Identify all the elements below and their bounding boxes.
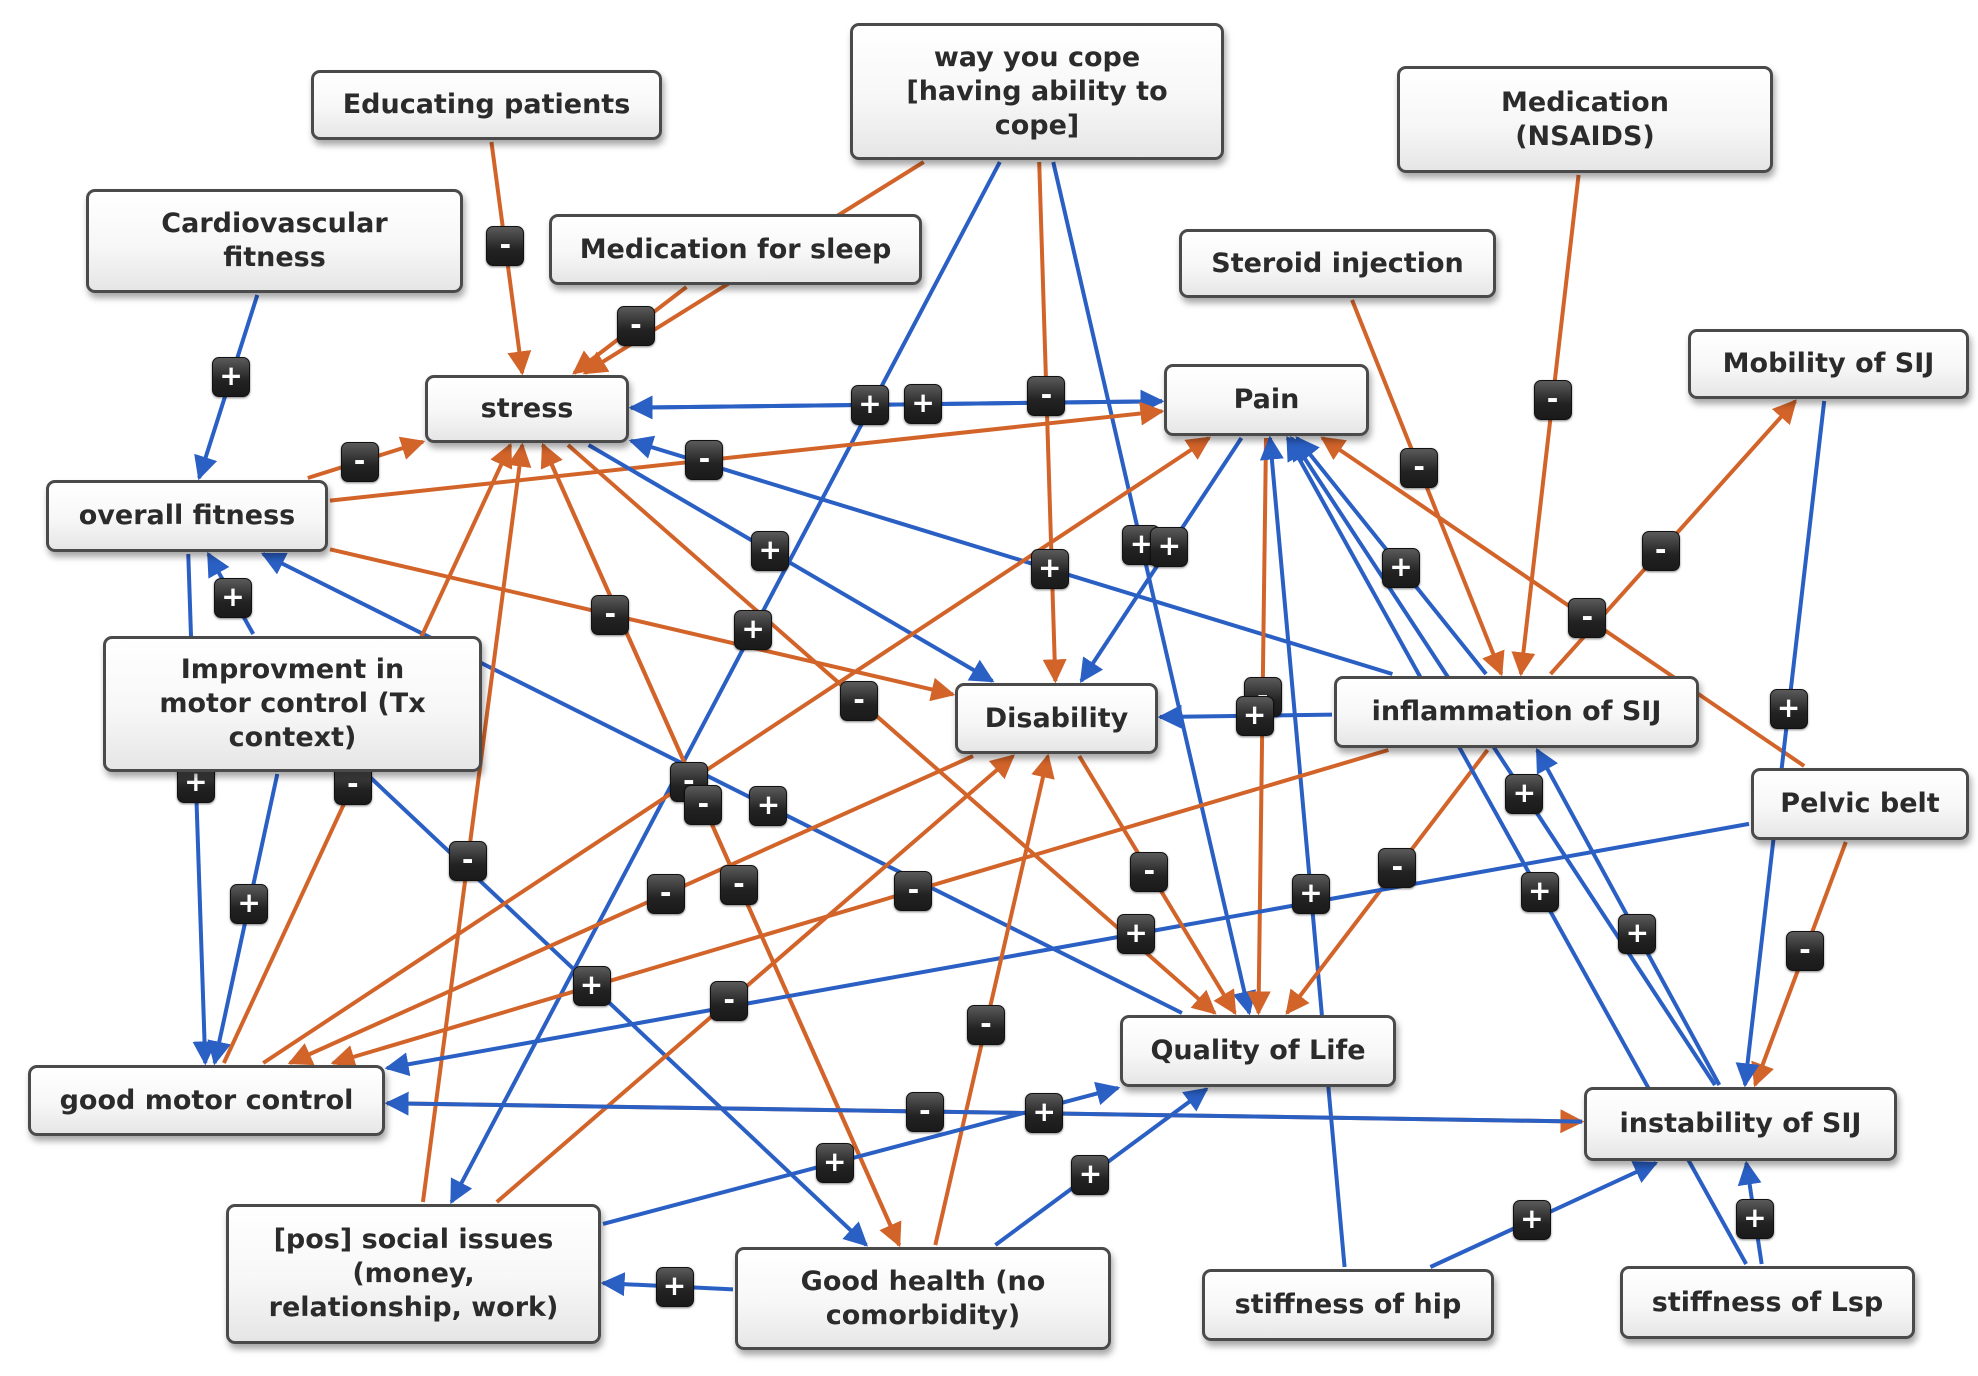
node-cardio[interactable]: Cardiovascular fitness bbox=[86, 189, 463, 293]
minus-badge-icon: - bbox=[1785, 931, 1824, 972]
plus-badge-icon: + bbox=[1520, 872, 1559, 913]
minus-badge-icon: - bbox=[719, 865, 758, 905]
edge-social-to-stress[interactable] bbox=[420, 442, 532, 1203]
edge-disability-to-motorcontrol[interactable] bbox=[287, 754, 974, 1066]
minus-badge-icon: - bbox=[1130, 851, 1169, 892]
plus-badge-icon: + bbox=[1769, 688, 1808, 729]
node-lsp[interactable]: stiffness of Lsp bbox=[1620, 1266, 1915, 1339]
plus-badge-icon: + bbox=[230, 884, 269, 925]
plus-badge-icon: + bbox=[1117, 913, 1156, 954]
edge-pelvic-to-pain[interactable] bbox=[1320, 436, 1806, 768]
minus-badge-icon: - bbox=[966, 1004, 1005, 1045]
plus-badge-icon: + bbox=[655, 1266, 694, 1307]
edge-social-to-disability[interactable] bbox=[495, 754, 1015, 1204]
edge-hip-to-pain[interactable] bbox=[1259, 435, 1347, 1268]
node-steroid[interactable]: Steroid injection bbox=[1179, 229, 1496, 298]
node-social[interactable]: [pos] social issues (money, relationship… bbox=[226, 1204, 601, 1344]
plus-badge-icon: + bbox=[1618, 914, 1657, 955]
edge-fitness-to-motorcontrol[interactable] bbox=[186, 553, 217, 1066]
node-educating[interactable]: Educating patients bbox=[311, 70, 662, 140]
minus-badge-icon: - bbox=[1533, 379, 1572, 420]
edge-stress-to-qol[interactable] bbox=[566, 443, 1217, 1015]
plus-badge-icon: + bbox=[572, 965, 611, 1006]
plus-badge-icon: + bbox=[1071, 1154, 1110, 1195]
edge-cope-to-qol[interactable] bbox=[1051, 161, 1257, 1016]
edge-cope-to-disability[interactable] bbox=[1037, 161, 1067, 684]
minus-badge-icon: - bbox=[1027, 375, 1066, 416]
edge-inflammation-to-motorcontrol[interactable] bbox=[330, 748, 1389, 1069]
minus-badge-icon: - bbox=[448, 841, 487, 882]
edge-health-to-disability[interactable] bbox=[933, 753, 1055, 1246]
minus-badge-icon: - bbox=[1378, 848, 1417, 889]
plus-badge-icon: + bbox=[214, 578, 253, 618]
node-disability[interactable]: Disability bbox=[955, 683, 1158, 754]
edge-instability-to-motorcontrol[interactable] bbox=[384, 1091, 1583, 1124]
edge-cope-to-social[interactable] bbox=[449, 161, 1002, 1205]
minus-badge-icon: - bbox=[685, 440, 724, 481]
node-mobility[interactable]: Mobility of SIJ bbox=[1688, 329, 1969, 399]
minus-badge-icon: - bbox=[894, 870, 933, 911]
node-improv[interactable]: Improvment in motor control (Tx context) bbox=[103, 636, 482, 772]
node-inflammation[interactable]: inflammation of SIJ bbox=[1334, 676, 1699, 748]
node-cope[interactable]: way you cope [having ability to cope] bbox=[850, 23, 1224, 160]
node-motorcontrol[interactable]: good motor control bbox=[28, 1065, 385, 1136]
minus-badge-icon: - bbox=[684, 785, 723, 825]
plus-badge-icon: + bbox=[1235, 695, 1274, 736]
minus-badge-icon: - bbox=[591, 594, 630, 635]
edge-stress-to-disability[interactable] bbox=[587, 443, 995, 683]
node-fitness[interactable]: overall fitness bbox=[46, 480, 328, 552]
plus-badge-icon: + bbox=[815, 1142, 854, 1183]
minus-badge-icon: - bbox=[1400, 448, 1439, 489]
node-sleepmed[interactable]: Medication for sleep bbox=[549, 214, 922, 285]
node-health[interactable]: Good health (no comorbidity) bbox=[735, 1247, 1111, 1350]
plus-badge-icon: + bbox=[1735, 1198, 1774, 1239]
node-hip[interactable]: stiffness of hip bbox=[1202, 1269, 1494, 1341]
edge-instability-to-pain[interactable] bbox=[1289, 435, 1717, 1087]
plus-badge-icon: + bbox=[751, 531, 790, 572]
minus-badge-icon: - bbox=[486, 225, 525, 266]
plus-badge-icon: + bbox=[904, 384, 943, 425]
node-nsaids[interactable]: Medication (NSAIDS) bbox=[1397, 66, 1773, 173]
edge-nsaids-to-inflammation[interactable] bbox=[1511, 174, 1581, 677]
minus-badge-icon: - bbox=[340, 441, 379, 482]
edge-inflammation-to-stress[interactable] bbox=[628, 435, 1393, 676]
node-pain[interactable]: Pain bbox=[1164, 364, 1369, 436]
minus-badge-icon: - bbox=[646, 874, 685, 915]
edges-layer bbox=[186, 141, 1848, 1297]
plus-badge-icon: + bbox=[749, 786, 788, 827]
minus-badge-icon: - bbox=[710, 981, 749, 1022]
edge-stress-to-pain[interactable] bbox=[630, 389, 1165, 414]
plus-badge-icon: + bbox=[1030, 549, 1069, 590]
edge-motorcontrol-to-pain[interactable] bbox=[262, 436, 1212, 1065]
edge-mobility-to-instability[interactable] bbox=[1735, 400, 1827, 1088]
plus-badge-icon: + bbox=[1291, 873, 1330, 914]
minus-badge-icon: - bbox=[1641, 531, 1680, 572]
node-stress[interactable]: stress bbox=[425, 375, 629, 443]
plus-badge-icon: + bbox=[734, 610, 773, 650]
plus-badge-icon: + bbox=[1381, 547, 1420, 588]
plus-badge-icon: + bbox=[1505, 773, 1544, 814]
node-pelvic[interactable]: Pelvic belt bbox=[1751, 768, 1969, 840]
plus-badge-icon: + bbox=[1150, 527, 1189, 568]
edge-qol-to-fitness[interactable] bbox=[260, 552, 1183, 1015]
minus-badge-icon: - bbox=[905, 1091, 944, 1132]
edge-fitness-to-disability[interactable] bbox=[329, 547, 956, 702]
edge-pelvic-to-motorcontrol[interactable] bbox=[384, 821, 1750, 1077]
plus-badge-icon: + bbox=[850, 384, 889, 425]
minus-badge-icon: - bbox=[616, 305, 655, 346]
minus-badge-icon: - bbox=[1568, 598, 1607, 639]
edge-fitness-to-pain[interactable] bbox=[329, 401, 1165, 503]
minus-badge-icon: - bbox=[840, 680, 879, 721]
plus-badge-icon: + bbox=[1025, 1093, 1064, 1134]
node-qol[interactable]: Quality of Life bbox=[1120, 1015, 1396, 1087]
plus-badge-icon: + bbox=[212, 357, 251, 398]
plus-badge-icon: + bbox=[1512, 1200, 1551, 1241]
node-instability[interactable]: instability of SIJ bbox=[1584, 1087, 1897, 1161]
